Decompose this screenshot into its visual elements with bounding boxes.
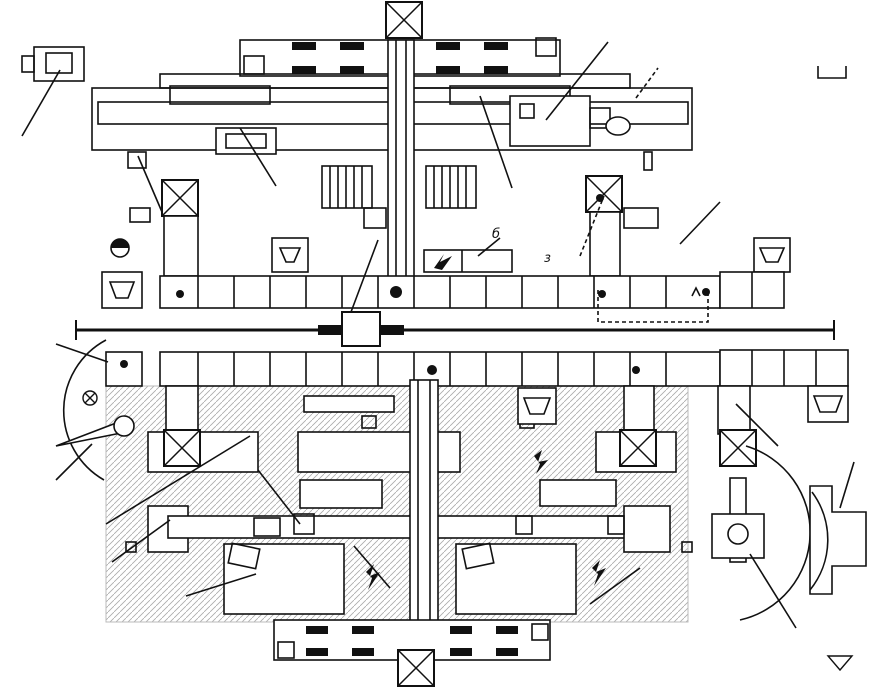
left-swing-arc (55, 339, 135, 481)
bottom-bin-units (517, 385, 849, 425)
bottom-left-drop-column (105, 385, 301, 597)
label-z: з (544, 251, 551, 266)
bottom-conveyor (105, 349, 849, 387)
anchor-points (120, 194, 710, 375)
left-drop-column-top (127, 151, 199, 277)
bottom-xbox-main (397, 649, 435, 687)
bottom-right-drop-column (619, 385, 657, 467)
top-bin-units (101, 237, 791, 309)
half-filled-circle-icon (110, 238, 130, 258)
lightning-icon (366, 450, 606, 590)
top-vertical-column (387, 39, 415, 281)
triangle-marker-icon (826, 655, 854, 672)
top-conveyor (159, 237, 785, 323)
corner-marker-top-right (817, 66, 847, 79)
stair-blocks (321, 165, 477, 209)
bottom-vertical-column (409, 379, 439, 643)
crossed-circle-icon (82, 390, 98, 406)
center-rail (75, 311, 835, 347)
top-xbox-main (385, 1, 423, 39)
small-unit-top-left (21, 46, 85, 137)
right-turntable-unit (711, 385, 867, 629)
right-drop-column-top (363, 151, 721, 277)
label-b: б (492, 227, 500, 242)
